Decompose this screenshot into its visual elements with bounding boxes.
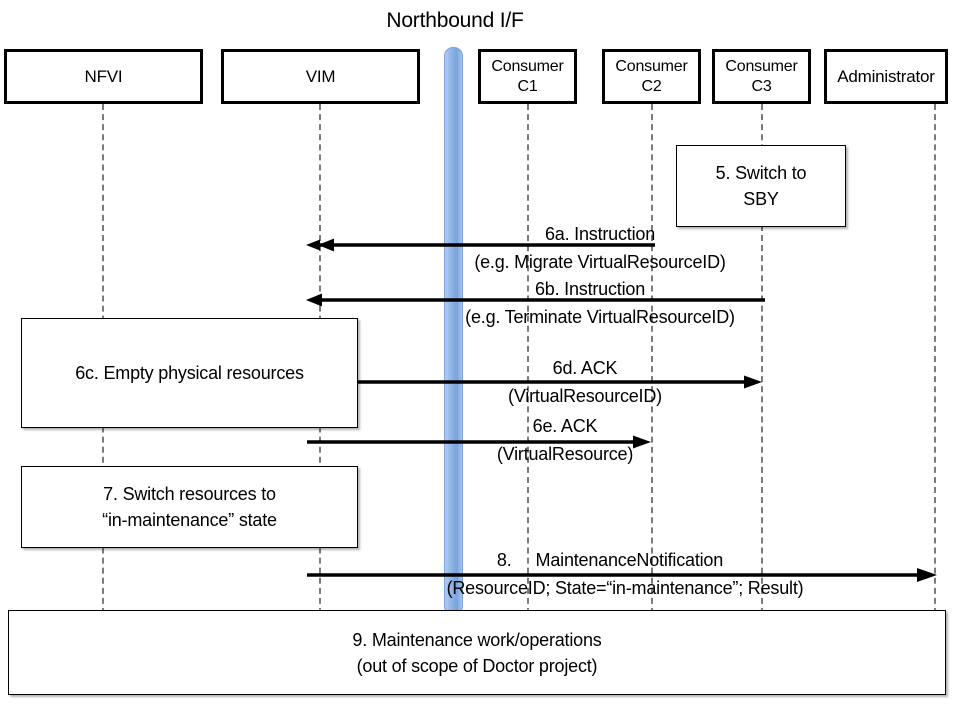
actor-label-c1-line1: Consumer [491,57,564,75]
actor-box-consumer-c1[interactable]: Consumer C1 [478,49,577,104]
lifeline-admin [934,104,936,614]
actor-label-c2-line2: C2 [641,77,662,95]
actor-label-administrator: Administrator [837,67,935,86]
northbound-interface-bar [444,47,463,615]
message-label-6e-line1: 6e. ACK [532,416,598,436]
actor-label-c1-line2: C1 [517,77,538,95]
note-empty-physical-resources[interactable]: 6c. Empty physical resources [21,318,358,428]
note-5-line2: SBY [743,189,779,209]
message-label-6b-line2: (e.g. Terminate VirtualResourceID) [465,307,735,327]
note-7-line2: “in-maintenance” state [102,510,277,530]
actor-label-c3-line1: Consumer [725,57,798,75]
note-6c-line1: 6c. Empty physical resources [75,363,304,383]
actor-label-nfvi: NFVI [84,67,123,86]
message-label-6e-line2: (VirtualResource) [496,444,634,464]
actor-label-vim: VIM [305,67,336,86]
lifeline-c3 [761,104,763,614]
actor-label-c2-line1: Consumer [615,57,688,75]
note-9-line2: (out of scope of Doctor project) [356,655,598,676]
message-label-6d-line1: 6d. ACK [552,358,618,378]
message-label-6a-line1: 6a. Instruction [544,224,656,244]
page-title: Northbound I/F [386,9,524,32]
actor-box-vim[interactable]: VIM [221,49,420,104]
note-maintenance-work-operations[interactable]: 9. Maintenance work/operations (out of s… [8,610,946,695]
lifeline-c1 [527,104,529,614]
actor-box-administrator[interactable]: Administrator [824,49,948,104]
message-label-8-line1: 8. MaintenanceNotification [496,550,724,570]
lifeline-c2 [651,104,653,614]
actor-box-consumer-c3[interactable]: Consumer C3 [712,49,811,104]
message-label-8-line2: (ResourceID; State=“in-maintenance”; Res… [446,578,804,598]
note-5-line1: 5. Switch to [715,163,807,183]
message-label-6a-line2: (e.g. Migrate VirtualResourceID) [474,252,726,272]
message-label-6b-line1: 6b. Instruction [534,279,646,299]
actor-label-c3-line2: C3 [751,77,772,95]
note-switch-resources-in-maintenance[interactable]: 7. Switch resources to “in-maintenance” … [21,466,358,548]
message-label-6d-line2: (VirtualResourceID) [508,386,662,406]
note-9-line1: 9. Maintenance work/operations [352,629,602,650]
actor-box-consumer-c2[interactable]: Consumer C2 [602,49,701,104]
note-7-line1: 7. Switch resources to [103,484,276,504]
note-switch-to-sby[interactable]: 5. Switch to SBY [676,145,846,227]
actor-box-nfvi[interactable]: NFVI [4,49,203,104]
